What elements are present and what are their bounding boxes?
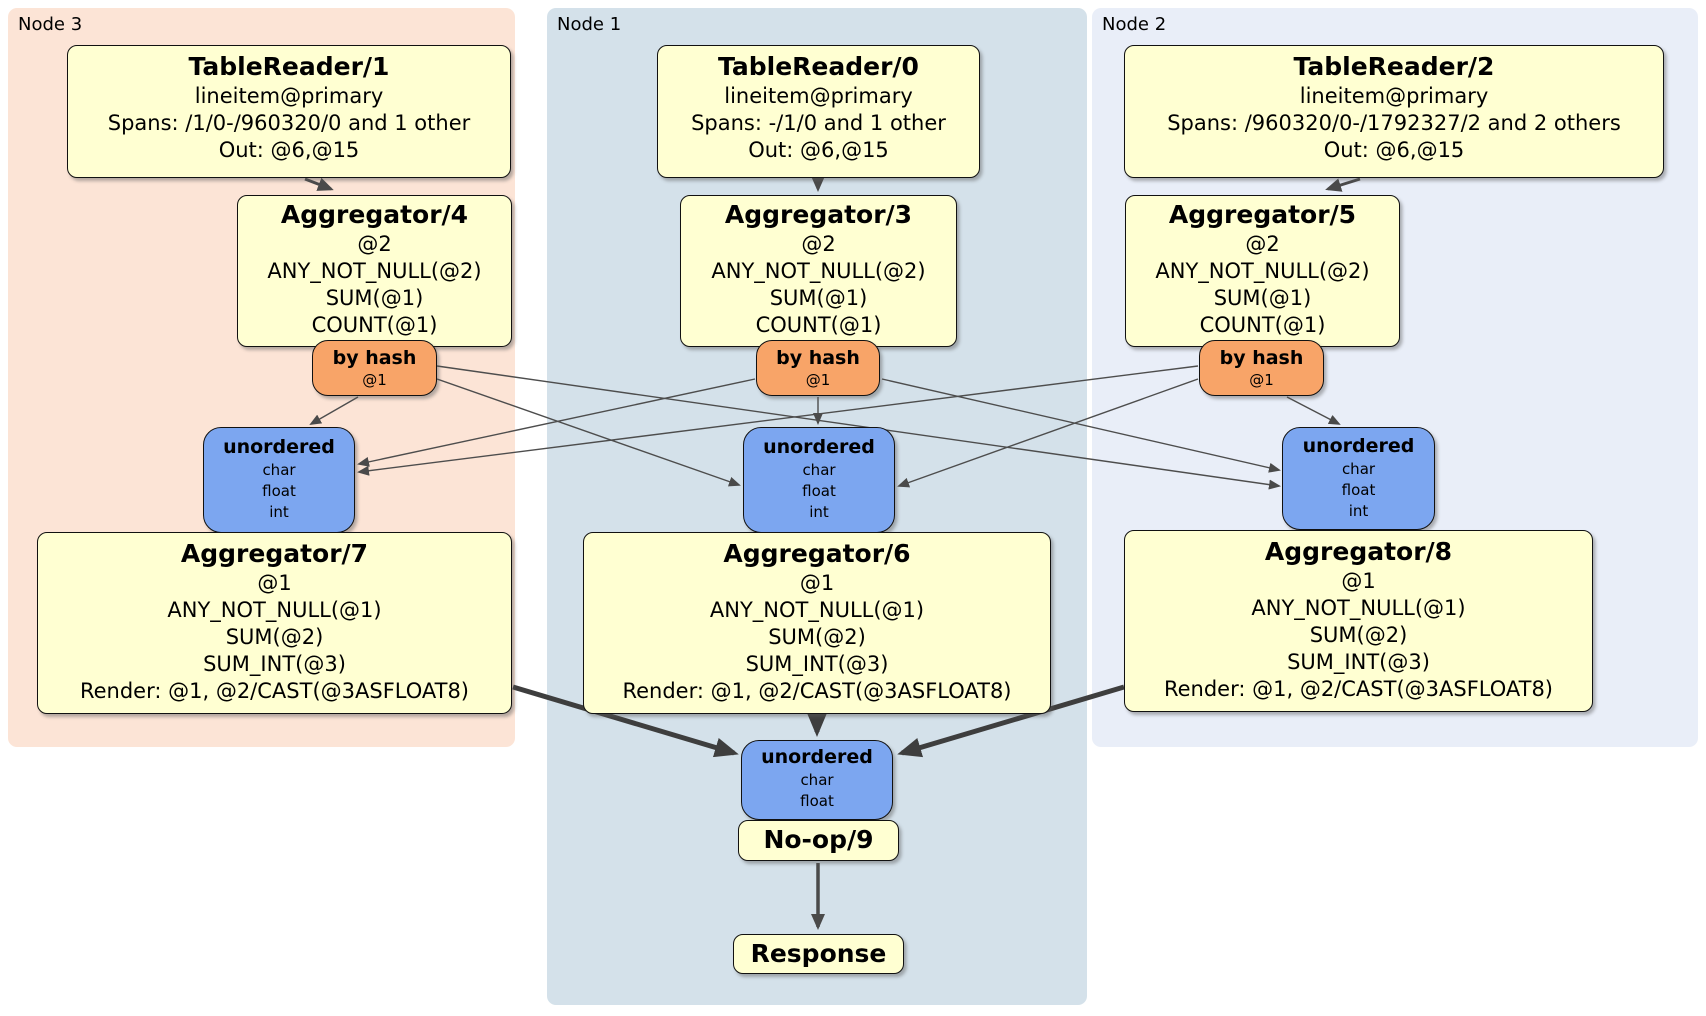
spans-line: Spans: /1/0-/960320/0 and 1 other: [107, 111, 471, 135]
router-title: by hash: [1219, 347, 1304, 369]
router-title: by hash: [332, 347, 417, 369]
agg-line: COUNT(@1): [1199, 313, 1326, 337]
agg-line: SUM_INT(@3): [1287, 650, 1430, 674]
router-to-sync-edges: [309, 365, 1341, 490]
response-box: Response: [733, 934, 904, 974]
agg-line: @2: [801, 232, 836, 256]
agg-line: SUM(@2): [225, 625, 324, 649]
sync-type: int: [809, 503, 829, 521]
processor-title: TableReader/0: [718, 52, 919, 81]
router-detail: @1: [805, 371, 831, 389]
hash-router-node1: by hash @1: [756, 340, 880, 396]
agg-line: ANY_NOT_NULL(@2): [711, 259, 926, 283]
aggregator-3-box: Aggregator/3 @2 ANY_NOT_NULL(@2) SUM(@1)…: [680, 195, 957, 347]
processor-title: TableReader/2: [1293, 52, 1495, 81]
aggregator-6-box: Aggregator/6 @1 ANY_NOT_NULL(@1) SUM(@2)…: [583, 532, 1051, 714]
agg-render-line: Render: @1, @2/CAST(@3ASFLOAT8): [622, 679, 1012, 703]
sync-type: char: [800, 771, 834, 789]
agg-line: COUNT(@1): [311, 313, 438, 337]
index-line: lineitem@primary: [1299, 84, 1489, 108]
index-line: lineitem@primary: [724, 84, 913, 108]
agg-line: SUM(@2): [768, 625, 866, 649]
agg-line: COUNT(@1): [755, 313, 882, 337]
agg-line: @1: [799, 571, 835, 595]
spans-line: Spans: /960320/0-/1792327/2 and 2 others: [1167, 111, 1621, 135]
tablereader-2-box: TableReader/2 lineitem@primary Spans: /9…: [1124, 45, 1664, 178]
sync-title: unordered: [763, 436, 875, 458]
tablereader-1-box: TableReader/1 lineitem@primary Spans: /1…: [67, 45, 511, 178]
agg-line: ANY_NOT_NULL(@1): [1251, 596, 1466, 620]
agg-line: SUM(@1): [769, 286, 868, 310]
processor-title: TableReader/1: [188, 52, 390, 81]
agg-line: @1: [1341, 569, 1376, 593]
sync-type: float: [800, 792, 834, 810]
out-line: Out: @6,@15: [218, 138, 360, 162]
aggregator-8-box: Aggregator/8 @1 ANY_NOT_NULL(@1) SUM(@2)…: [1124, 530, 1593, 712]
hash-router-node2: by hash @1: [1199, 340, 1324, 396]
sync-title: unordered: [761, 746, 873, 768]
agg-render-line: Render: @1, @2/CAST(@3ASFLOAT8): [1163, 677, 1554, 701]
node2-label: Node 2: [1102, 14, 1167, 35]
router-detail: @1: [362, 371, 387, 389]
spans-line: Spans: -/1/0 and 1 other: [691, 111, 946, 135]
processor-title: Aggregator/7: [180, 539, 369, 568]
sync-type: float: [802, 482, 836, 500]
sync-type: char: [262, 461, 296, 479]
agg-line: SUM(@1): [1213, 286, 1312, 310]
noop-box: No-op/9: [738, 820, 899, 861]
sync-title: unordered: [223, 436, 335, 458]
agg-line: @1: [257, 571, 292, 595]
processor-title: Aggregator/8: [1264, 537, 1453, 566]
agg-line: @2: [1245, 232, 1280, 256]
hash-router-node3: by hash @1: [312, 340, 437, 396]
sync-type: int: [269, 503, 289, 521]
agg-line: SUM_INT(@3): [745, 652, 889, 676]
processor-title: No-op/9: [763, 825, 874, 854]
sync-type: int: [1348, 502, 1369, 520]
sync-type: char: [1341, 460, 1376, 478]
processor-title: Aggregator/3: [724, 200, 913, 229]
agg-line: ANY_NOT_NULL(@1): [167, 598, 382, 622]
aggregator-4-box: Aggregator/4 @2 ANY_NOT_NULL(@2) SUM(@1)…: [237, 195, 512, 347]
processor-title: Aggregator/5: [1168, 200, 1357, 229]
out-line: Out: @6,@15: [748, 138, 889, 162]
sync-title: unordered: [1302, 435, 1415, 457]
agg-line: SUM(@2): [1309, 623, 1408, 647]
router-title: by hash: [776, 347, 860, 369]
router-detail: @1: [1249, 371, 1274, 389]
aggregator-to-final-sync-edges: [512, 684, 1125, 758]
agg-line: ANY_NOT_NULL(@2): [1155, 259, 1370, 283]
agg-render-line: Render: @1, @2/CAST(@3ASFLOAT8): [79, 679, 470, 703]
sync-type: float: [1341, 481, 1376, 499]
node1-label: Node 1: [557, 14, 622, 35]
out-line: Out: @6,@15: [1323, 138, 1465, 162]
unordered-sync-final: unordered char float: [741, 740, 893, 820]
unordered-sync-node2: unordered char float int: [1282, 427, 1435, 530]
agg-line: SUM_INT(@3): [203, 652, 346, 676]
agg-line: SUM(@1): [325, 286, 424, 310]
unordered-sync-node1: unordered char float int: [743, 427, 895, 533]
agg-line: ANY_NOT_NULL(@1): [709, 598, 925, 622]
processor-title: Aggregator/6: [723, 539, 911, 568]
agg-line: @2: [357, 232, 392, 256]
reader-to-aggregator-edges: [304, 176, 1361, 192]
aggregator-7-box: Aggregator/7 @1 ANY_NOT_NULL(@1) SUM(@2)…: [37, 532, 512, 714]
unordered-sync-node3: unordered char float int: [203, 427, 355, 533]
tablereader-0-box: TableReader/0 lineitem@primary Spans: -/…: [657, 45, 980, 178]
sync-type: float: [262, 482, 296, 500]
aggregator-5-box: Aggregator/5 @2 ANY_NOT_NULL(@2) SUM(@1)…: [1125, 195, 1400, 347]
index-line: lineitem@primary: [194, 84, 384, 108]
sync-type: char: [802, 461, 836, 479]
processor-title: Aggregator/4: [280, 200, 469, 229]
agg-line: ANY_NOT_NULL(@2): [267, 259, 482, 283]
processor-title: Response: [750, 939, 887, 968]
node3-label: Node 3: [18, 14, 83, 35]
